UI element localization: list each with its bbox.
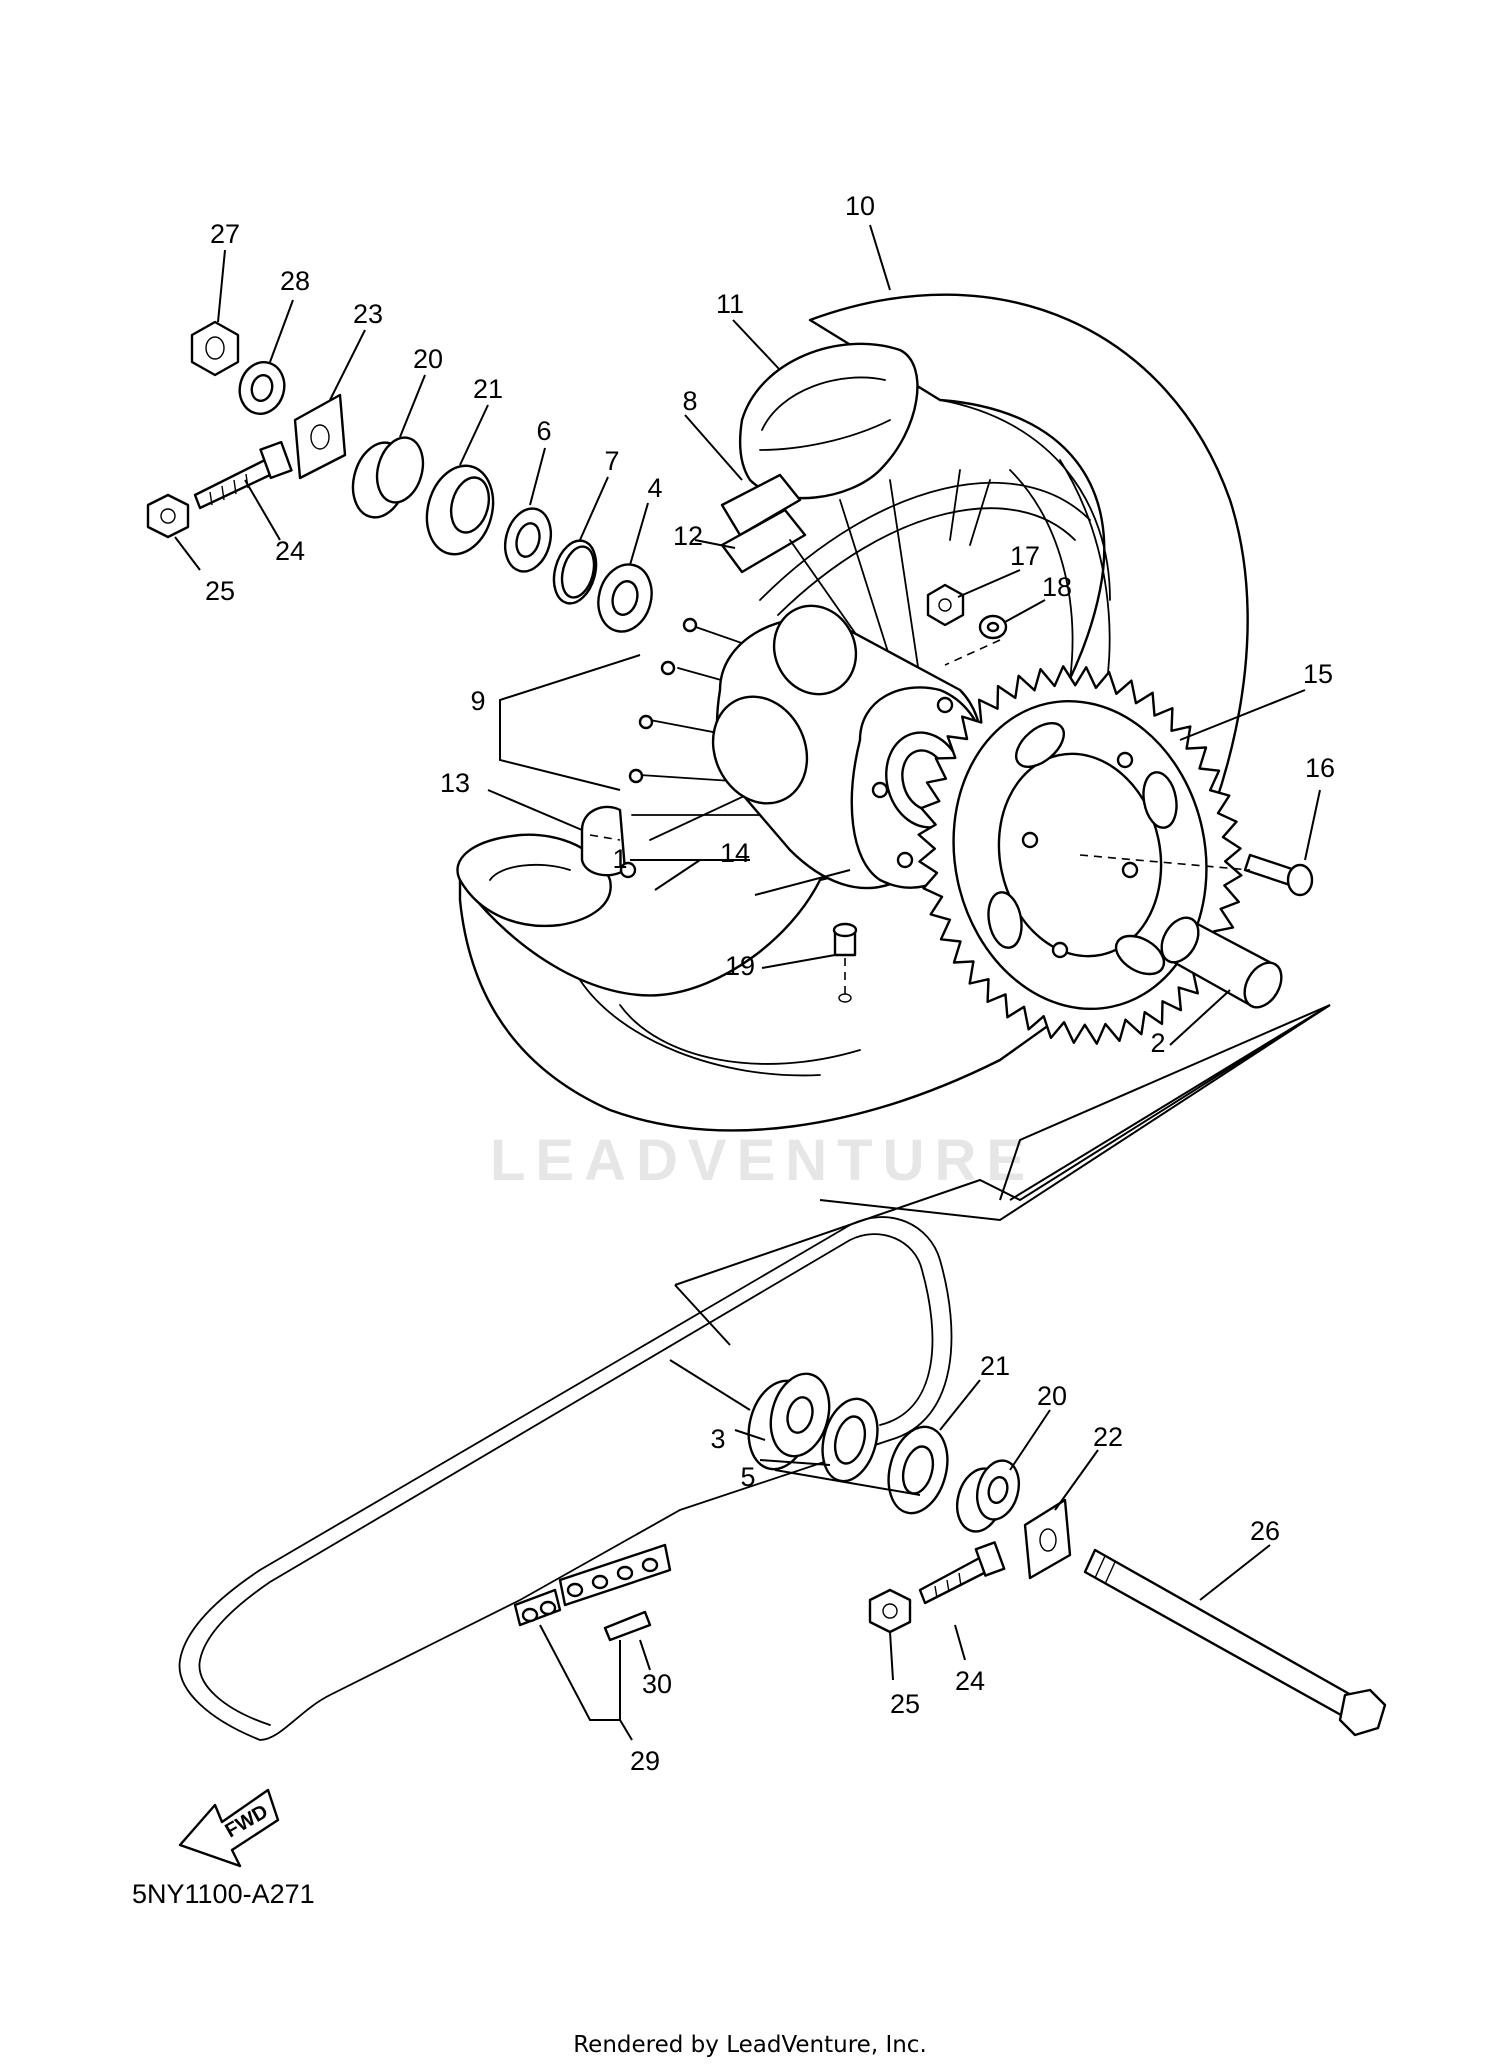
circlip <box>552 539 598 605</box>
callout-27: 27 <box>210 219 240 249</box>
callout-24-bottom: 24 <box>955 1666 985 1696</box>
sprocket-bolt <box>1243 853 1314 897</box>
callout-14: 14 <box>720 838 750 868</box>
callout-15: 15 <box>1303 659 1333 689</box>
rim-band-12 <box>720 508 807 574</box>
sprocket-washer <box>978 614 1008 640</box>
leader-lines <box>174 224 1331 1741</box>
callout-16: 16 <box>1305 753 1335 783</box>
bearing-3 <box>747 1372 831 1471</box>
rim-lock <box>580 805 637 879</box>
bearing-6 <box>503 507 553 573</box>
callout-25-bottom: 25 <box>890 1689 920 1719</box>
locknut-left <box>146 493 190 539</box>
callout-17: 17 <box>1010 541 1040 571</box>
diagram-code: 5NY1100-A271 <box>132 1879 315 1909</box>
callout-20-bottom: 20 <box>1037 1381 1067 1411</box>
callout-10: 10 <box>845 191 875 221</box>
callout-21-bottom: 21 <box>980 1351 1010 1381</box>
callout-21-top: 21 <box>473 374 503 404</box>
callout-20-top: 20 <box>413 344 443 374</box>
callout-8: 8 <box>682 386 697 416</box>
callout-28: 28 <box>280 266 310 296</box>
callout-13: 13 <box>440 768 470 798</box>
rim-band <box>720 473 802 537</box>
callout-23: 23 <box>353 299 383 329</box>
callout-7: 7 <box>604 446 619 476</box>
valve-cap <box>832 922 858 1003</box>
nut-axis-line <box>944 639 1001 666</box>
callout-4: 4 <box>647 473 662 503</box>
callout-6: 6 <box>536 416 551 446</box>
chain-puller-right <box>1023 1498 1072 1580</box>
rim <box>759 482 1091 616</box>
callout-29: 29 <box>630 1746 660 1776</box>
callout-labels: 1 2 3 4 5 6 7 8 9 10 11 12 13 14 15 16 1… <box>205 191 1335 1776</box>
callout-5: 5 <box>740 1462 755 1492</box>
callout-19: 19 <box>725 951 755 981</box>
oil-seal-right <box>887 1425 949 1515</box>
watermark: LEADVENTURE <box>490 1128 1035 1193</box>
spoke-bracket <box>499 654 641 791</box>
collar-left <box>351 436 425 519</box>
callout-3: 3 <box>710 1424 725 1454</box>
callout-11: 11 <box>716 289 744 319</box>
drive-chain <box>178 1216 953 1741</box>
callout-24-top: 24 <box>275 536 305 566</box>
sprocket-nut <box>926 583 965 627</box>
callout-9: 9 <box>470 686 485 716</box>
callout-12: 12 <box>673 521 703 551</box>
callout-30: 30 <box>642 1669 672 1699</box>
callout-26: 26 <box>1250 1516 1280 1546</box>
adjusting-bolt-left <box>193 440 293 510</box>
inner-tube <box>738 342 919 500</box>
oil-seal-left <box>425 464 495 556</box>
callout-18: 18 <box>1042 572 1072 602</box>
adjusting-bolt-right <box>918 1541 1006 1605</box>
callout-25-top: 25 <box>205 576 235 606</box>
callout-22: 22 <box>1093 1422 1123 1452</box>
bearing-4 <box>597 563 653 633</box>
forward-arrow-icon: FWD <box>178 1788 280 1868</box>
locknut-right <box>868 1588 912 1634</box>
collar-right <box>955 1459 1021 1533</box>
chain-puller-left <box>293 393 347 480</box>
spacer-5 <box>821 1397 879 1483</box>
axle-washer-top <box>238 361 286 415</box>
axis-line <box>1079 854 1251 871</box>
callout-2: 2 <box>1150 1028 1165 1058</box>
master-link <box>513 1543 672 1642</box>
callout-1: 1 <box>612 844 627 874</box>
rendered-by-credit: Rendered by LeadVenture, Inc. <box>573 2032 927 2058</box>
collar <box>1160 916 1283 1009</box>
axle-nut-top <box>190 320 240 377</box>
wheel-axle <box>1083 1548 1387 1737</box>
